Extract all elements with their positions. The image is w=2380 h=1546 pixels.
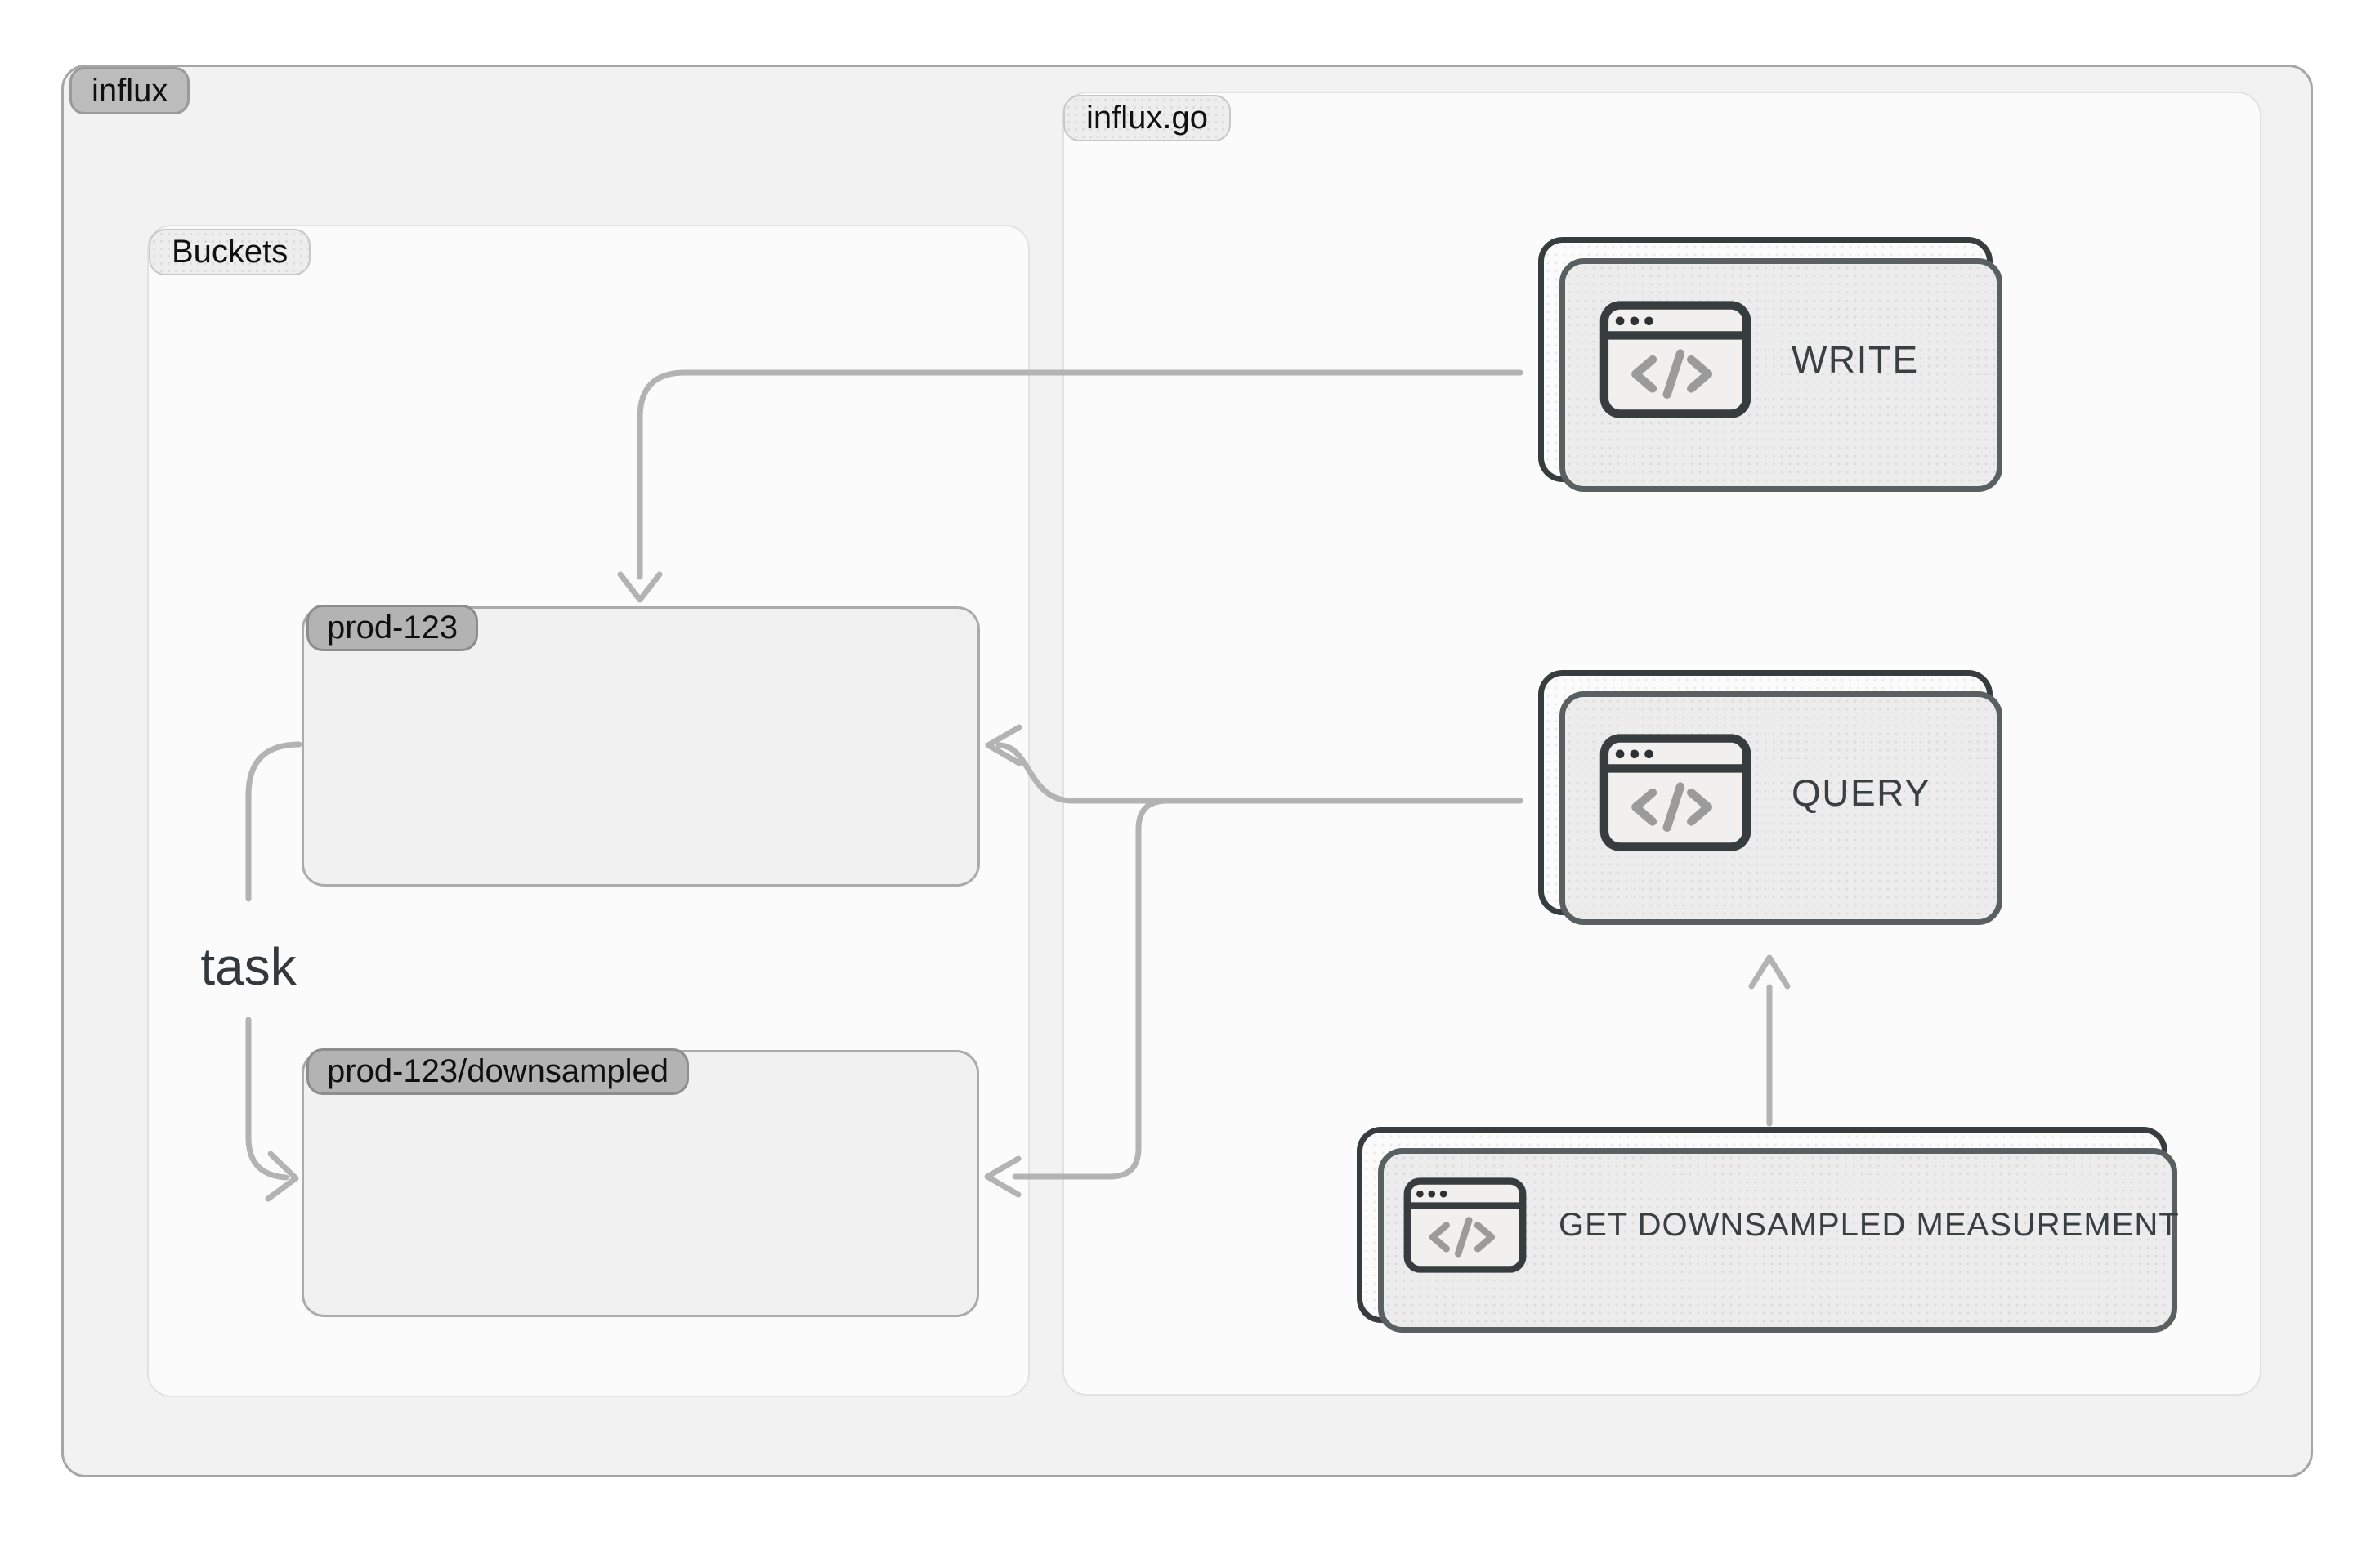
code-browser-icon [1403, 1177, 1527, 1274]
node-prod-123-downsampled-label: prod-123/downsampled [306, 1048, 690, 1095]
container-influx-label: influx [69, 67, 190, 114]
influx-go-label-text: influx.go [1086, 100, 1208, 136]
node-query: QUERY [1538, 670, 2002, 925]
query-label-text: QUERY [1792, 771, 1931, 814]
node-task: task [175, 936, 322, 997]
task-label-text: task [200, 937, 297, 996]
node-write: WRITE [1538, 237, 2002, 492]
container-buckets-label: Buckets [149, 229, 311, 275]
node-get-downsampled-measurement: GET DOWNSAMPLED MEASUREMENT [1357, 1127, 2179, 1333]
code-browser-icon [1599, 300, 1751, 419]
write-label-text: WRITE [1792, 338, 1919, 381]
code-browser-icon [1599, 733, 1751, 852]
node-prod-123-label: prod-123 [306, 605, 479, 651]
buckets-label-text: Buckets [172, 234, 289, 270]
prod-123-downsampled-label-text: prod-123/downsampled [327, 1053, 669, 1089]
node-prod-123 [302, 606, 980, 887]
container-influx-go-label: influx.go [1063, 95, 1231, 141]
prod-123-label-text: prod-123 [327, 610, 459, 646]
influx-label-text: influx [92, 72, 168, 109]
get-downsampled-label-text: GET DOWNSAMPLED MEASUREMENT [1559, 1206, 2180, 1243]
